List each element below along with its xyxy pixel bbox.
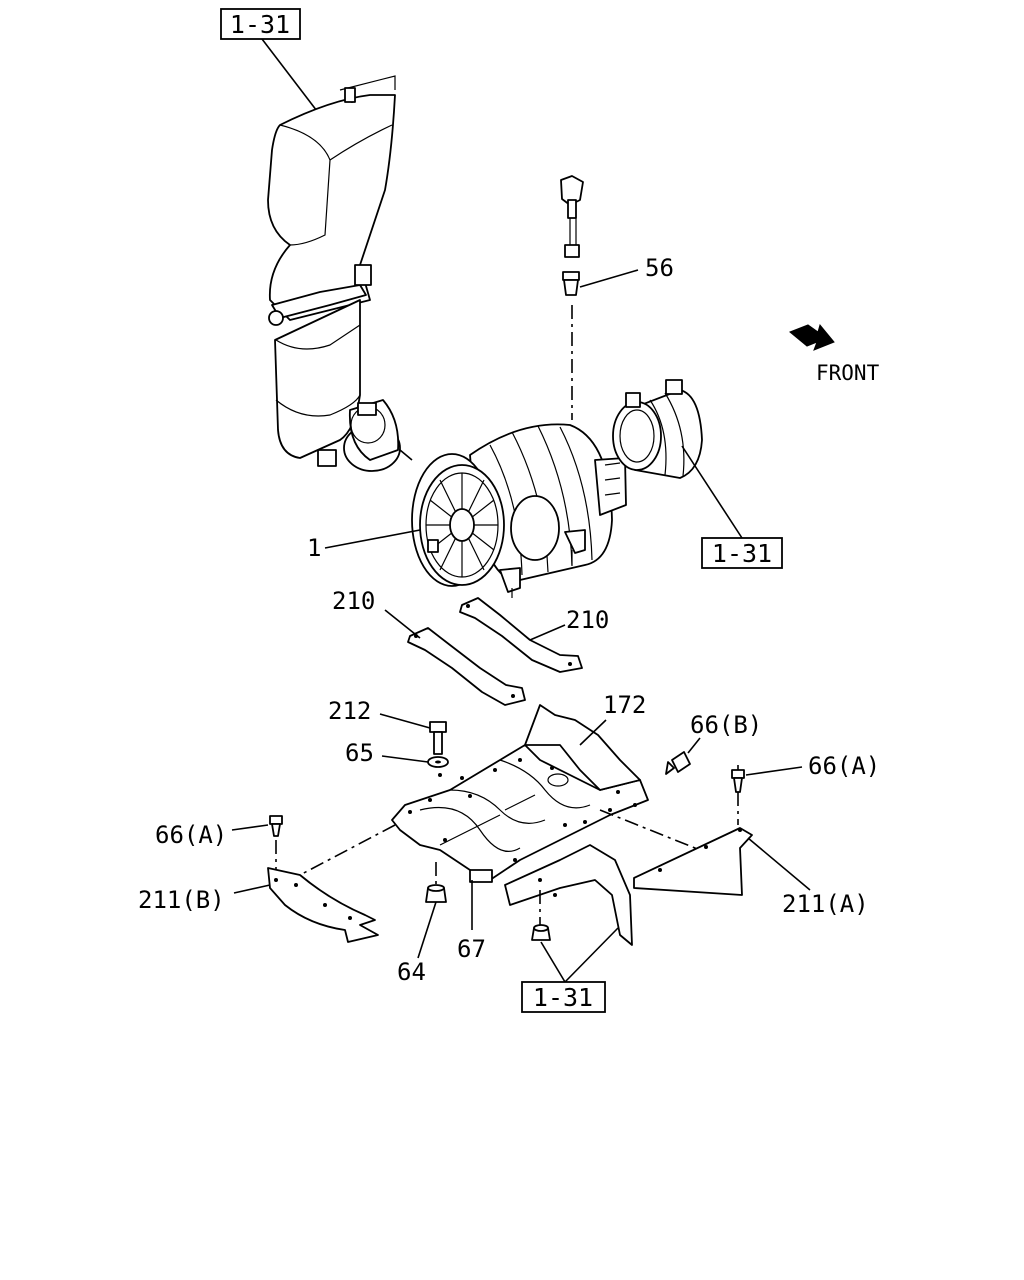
washer-65	[427, 756, 449, 768]
callout-66a-right: 66(A)	[808, 752, 880, 780]
callout-212: 212	[328, 697, 371, 725]
assembly-line-left	[299, 824, 396, 876]
leader-65	[381, 755, 429, 763]
leader-ref-right	[681, 445, 743, 539]
leader-66a-left	[231, 824, 269, 831]
leader-ref-bottom-b	[564, 927, 619, 983]
front-arrow-icon	[789, 323, 835, 351]
callout-65: 65	[345, 739, 374, 767]
callout-211a: 211(A)	[782, 890, 869, 918]
sensor-56	[560, 175, 584, 420]
nut-bottom	[531, 924, 551, 941]
clip-66a-left	[269, 815, 283, 837]
callout-172: 172	[603, 691, 646, 719]
leader-66a-right	[745, 766, 803, 776]
ref-box-right[interactable]: 1-31	[701, 537, 783, 569]
callout-66a-left: 66(A)	[155, 821, 227, 849]
ref-box-bottom-label: 1-31	[533, 983, 593, 1012]
nut-64	[425, 884, 447, 903]
callout-1: 1	[307, 534, 321, 562]
leader-56	[579, 269, 639, 288]
intake-hose	[612, 379, 703, 479]
ref-box-top-label: 1-31	[230, 10, 290, 39]
ref-box-bottom[interactable]: 1-31	[521, 981, 606, 1013]
callout-64: 64	[397, 958, 426, 986]
callout-67: 67	[457, 935, 486, 963]
leader-211b	[233, 884, 271, 894]
clip-66b	[665, 751, 691, 775]
callout-66b: 66(B)	[690, 711, 762, 739]
clip-66a-right	[731, 769, 745, 793]
callout-210-right: 210	[566, 606, 609, 634]
strap-210-right	[459, 597, 583, 673]
leader-66b	[687, 737, 701, 754]
plate-211a	[633, 827, 753, 896]
callout-56: 56	[645, 254, 674, 282]
leader-64	[417, 901, 437, 959]
bolt-212	[429, 721, 447, 755]
leader-210-left	[384, 609, 421, 639]
intake-duct	[267, 75, 413, 472]
leader-ref-top	[261, 38, 321, 116]
leader-ref-bottom-a	[540, 941, 566, 983]
bracket-172	[391, 704, 649, 946]
leader-172	[579, 719, 607, 746]
leader-211a	[747, 837, 811, 891]
leader-212	[379, 713, 431, 729]
plate-211b	[267, 867, 379, 943]
air-cleaner	[411, 423, 627, 598]
leader-210-right	[529, 624, 566, 641]
duct-connection-line	[399, 449, 413, 461]
callout-210-left: 210	[332, 587, 375, 615]
ref-box-top[interactable]: 1-31	[220, 8, 301, 40]
callout-211b: 211(B)	[138, 886, 225, 914]
front-label: FRONT	[816, 361, 880, 385]
ref-box-right-label: 1-31	[712, 539, 772, 568]
assembly-line-right	[599, 809, 701, 851]
leader-1	[324, 529, 421, 549]
